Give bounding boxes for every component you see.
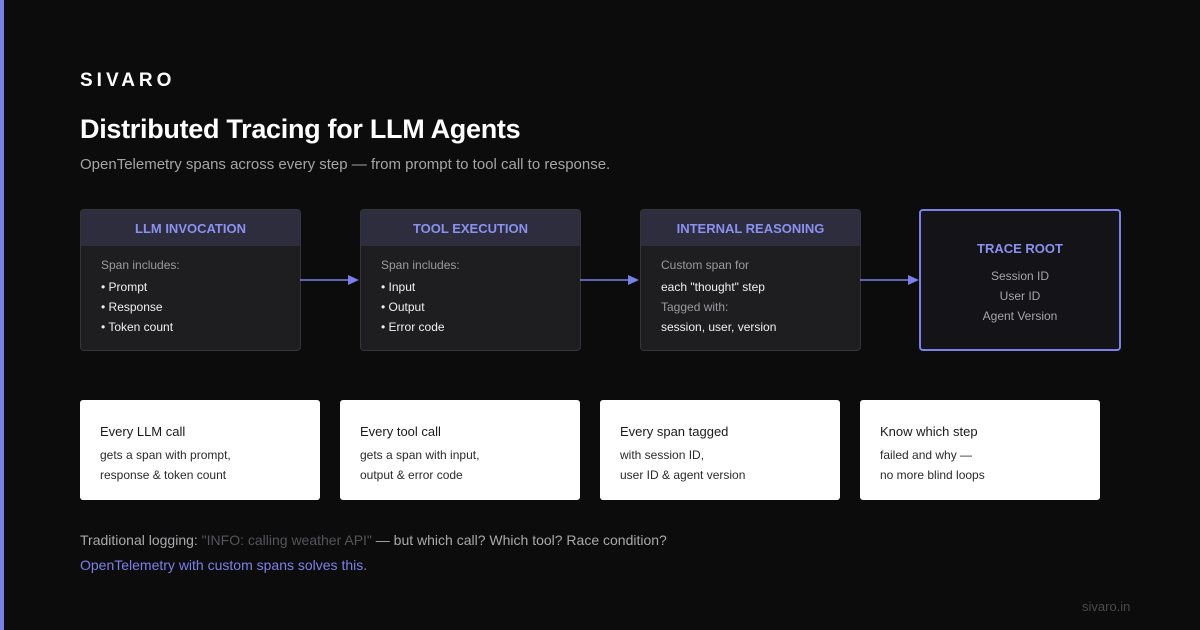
note-suffix: — but which call? Which tool? Race condi… bbox=[371, 532, 667, 548]
accent-bar bbox=[0, 0, 4, 630]
solution-note: OpenTelemetry with custom spans solves t… bbox=[80, 557, 368, 573]
benefit-card: Every tool call gets a span with input, … bbox=[340, 400, 580, 500]
flow-arrow bbox=[300, 275, 359, 285]
node-llm-invocation: LLM INVOCATION Span includes: • Prompt •… bbox=[80, 209, 301, 351]
logging-note: Traditional logging: "INFO: calling weat… bbox=[80, 532, 667, 548]
node-trace-root: TRACE ROOT Session ID User ID Agent Vers… bbox=[919, 209, 1121, 351]
card-line: user ID & agent version bbox=[620, 468, 746, 482]
card-line: response & token count bbox=[100, 468, 227, 482]
node-title: TRACE ROOT bbox=[977, 241, 1063, 256]
node-line: Custom span for bbox=[661, 258, 750, 272]
node-line: Span includes: bbox=[101, 258, 180, 272]
node-title: INTERNAL REASONING bbox=[641, 210, 860, 246]
flow-arrow bbox=[860, 275, 919, 285]
node-tool-execution: TOOL EXECUTION Span includes: • Input • … bbox=[360, 209, 581, 351]
node-line: each "thought" step bbox=[661, 280, 765, 294]
card-title: Every span tagged bbox=[620, 424, 729, 439]
node-line: Tagged with: bbox=[661, 300, 729, 314]
node-line: • Response bbox=[101, 300, 163, 314]
node-title: TOOL EXECUTION bbox=[361, 210, 580, 246]
node-line: session, user, version bbox=[661, 320, 777, 334]
card-line: no more blind loops bbox=[880, 468, 985, 482]
node-line: • Output bbox=[381, 300, 425, 314]
benefit-card: Every LLM call gets a span with prompt, … bbox=[80, 400, 320, 500]
node-line: • Token count bbox=[101, 320, 174, 334]
root-item-session-id: Session ID bbox=[990, 269, 1050, 283]
node-internal-reasoning: INTERNAL REASONING Custom span for each … bbox=[640, 209, 861, 351]
note-quoted-log: "INFO: calling weather API" bbox=[201, 532, 372, 548]
note-prefix: Traditional logging: bbox=[80, 532, 202, 548]
benefit-card: Every span tagged with session ID, user … bbox=[600, 400, 840, 500]
node-line: • Prompt bbox=[101, 280, 148, 294]
card-title: Every tool call bbox=[360, 424, 441, 439]
brand-logo: SIVARO bbox=[80, 70, 176, 91]
card-line: output & error code bbox=[360, 468, 463, 482]
card-title: Know which step bbox=[880, 424, 978, 439]
card-line: failed and why — bbox=[880, 448, 973, 462]
card-line: gets a span with prompt, bbox=[100, 448, 231, 462]
page-subtitle: OpenTelemetry spans across every step — … bbox=[80, 156, 611, 173]
node-line: • Error code bbox=[381, 320, 445, 334]
root-item-agent-version: Agent Version bbox=[982, 309, 1058, 323]
node-line: Span includes: bbox=[381, 258, 460, 272]
node-line: • Input bbox=[381, 280, 416, 294]
benefit-card: Know which step failed and why — no more… bbox=[860, 400, 1100, 500]
card-title: Every LLM call bbox=[100, 424, 186, 439]
node-title: LLM INVOCATION bbox=[81, 210, 300, 246]
page-title: Distributed Tracing for LLM Agents bbox=[80, 114, 521, 144]
flow-arrow bbox=[580, 275, 639, 285]
root-item-user-id: User ID bbox=[999, 289, 1041, 303]
card-line: gets a span with input, bbox=[360, 448, 480, 462]
footer-url: sivaro.in bbox=[1082, 599, 1131, 614]
card-line: with session ID, bbox=[620, 448, 705, 462]
